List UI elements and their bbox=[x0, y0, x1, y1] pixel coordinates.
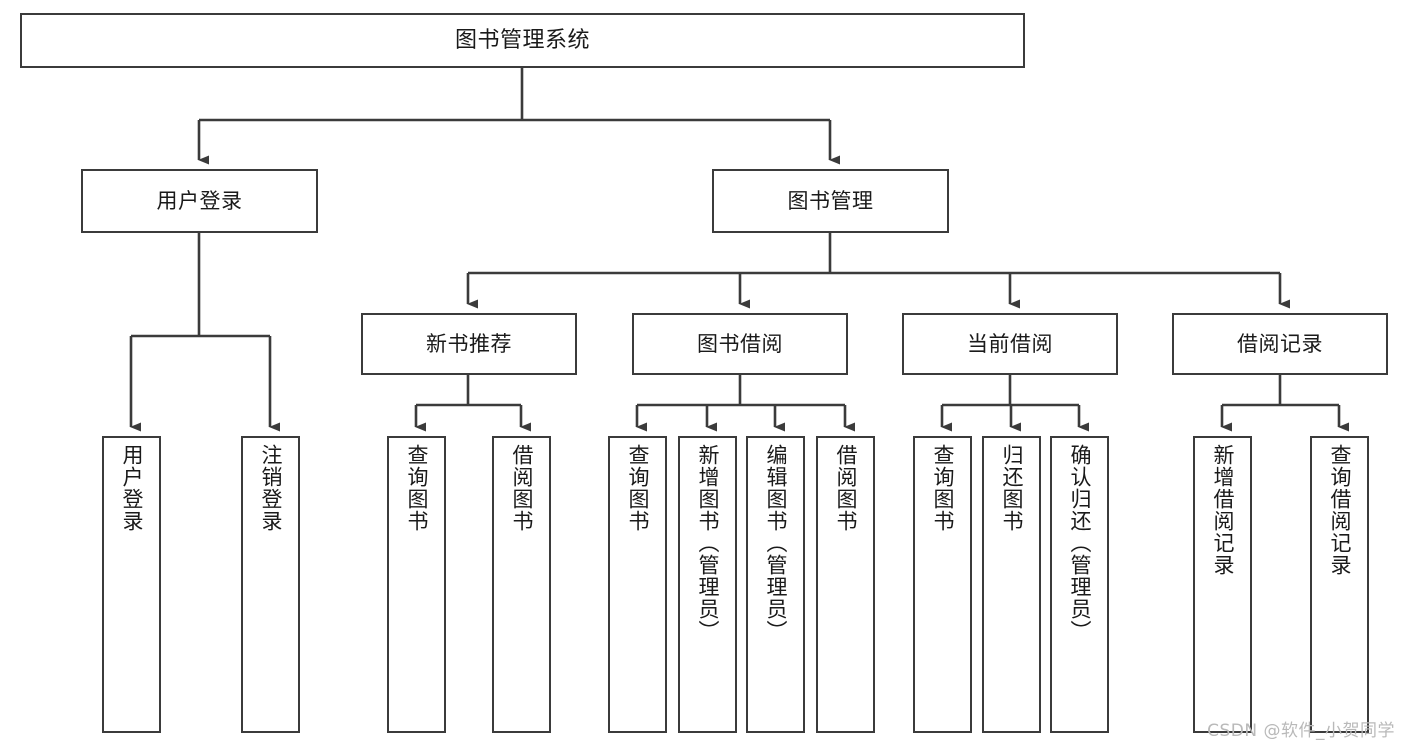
node-leaf-user-login[interactable]: 用户登录 bbox=[102, 436, 161, 733]
node-leaf-borrow-book-2[interactable]: 借阅图书 bbox=[816, 436, 875, 733]
node-leaf-edit-book-admin-label: 编辑图书（管理员） bbox=[764, 444, 789, 642]
node-borrow-record-label: 借阅记录 bbox=[1237, 331, 1323, 356]
node-leaf-query-book-3-label: 查询图书 bbox=[931, 444, 956, 532]
node-leaf-query-book-1-label: 查询图书 bbox=[405, 444, 430, 532]
csdn-watermark: CSDN @软件_小贺同学 bbox=[1207, 721, 1395, 741]
node-leaf-user-login-label: 用户登录 bbox=[120, 444, 145, 532]
node-leaf-borrow-book-1[interactable]: 借阅图书 bbox=[492, 436, 551, 733]
node-leaf-query-book-2[interactable]: 查询图书 bbox=[608, 436, 667, 733]
node-leaf-return-book-label: 归还图书 bbox=[1000, 444, 1025, 532]
node-leaf-query-record[interactable]: 查询借阅记录 bbox=[1310, 436, 1369, 733]
node-root-system[interactable]: 图书管理系统 bbox=[20, 13, 1025, 68]
node-borrow-record[interactable]: 借阅记录 bbox=[1172, 313, 1388, 375]
node-leaf-query-book-1[interactable]: 查询图书 bbox=[387, 436, 446, 733]
node-new-book-recommend-label: 新书推荐 bbox=[426, 331, 512, 356]
node-leaf-add-book-admin[interactable]: 新增图书（管理员） bbox=[678, 436, 737, 733]
node-book-manage-label: 图书管理 bbox=[787, 188, 874, 213]
node-book-borrow-label: 图书借阅 bbox=[697, 331, 783, 356]
node-leaf-add-record-label: 新增借阅记录 bbox=[1211, 444, 1236, 576]
node-current-borrow-label: 当前借阅 bbox=[967, 331, 1053, 356]
node-current-borrow[interactable]: 当前借阅 bbox=[902, 313, 1118, 375]
node-leaf-logout-label: 注销登录 bbox=[259, 444, 284, 532]
node-book-borrow[interactable]: 图书借阅 bbox=[632, 313, 848, 375]
node-leaf-confirm-return-admin[interactable]: 确认归还（管理员） bbox=[1050, 436, 1109, 733]
node-user-login[interactable]: 用户登录 bbox=[81, 169, 318, 233]
node-leaf-confirm-return-admin-label: 确认归还（管理员） bbox=[1068, 444, 1093, 642]
node-leaf-add-book-admin-label: 新增图书（管理员） bbox=[696, 444, 721, 642]
node-book-manage[interactable]: 图书管理 bbox=[712, 169, 949, 233]
node-new-book-recommend[interactable]: 新书推荐 bbox=[361, 313, 577, 375]
node-leaf-borrow-book-1-label: 借阅图书 bbox=[510, 444, 535, 532]
node-leaf-query-book-3[interactable]: 查询图书 bbox=[913, 436, 972, 733]
node-leaf-borrow-book-2-label: 借阅图书 bbox=[834, 444, 859, 532]
node-leaf-logout[interactable]: 注销登录 bbox=[241, 436, 300, 733]
node-leaf-return-book[interactable]: 归还图书 bbox=[982, 436, 1041, 733]
node-leaf-edit-book-admin[interactable]: 编辑图书（管理员） bbox=[746, 436, 805, 733]
node-leaf-query-record-label: 查询借阅记录 bbox=[1328, 444, 1353, 576]
node-root-system-label: 图书管理系统 bbox=[454, 27, 590, 53]
node-leaf-query-book-2-label: 查询图书 bbox=[626, 444, 651, 532]
node-leaf-add-record[interactable]: 新增借阅记录 bbox=[1193, 436, 1252, 733]
node-user-login-label: 用户登录 bbox=[156, 188, 243, 213]
